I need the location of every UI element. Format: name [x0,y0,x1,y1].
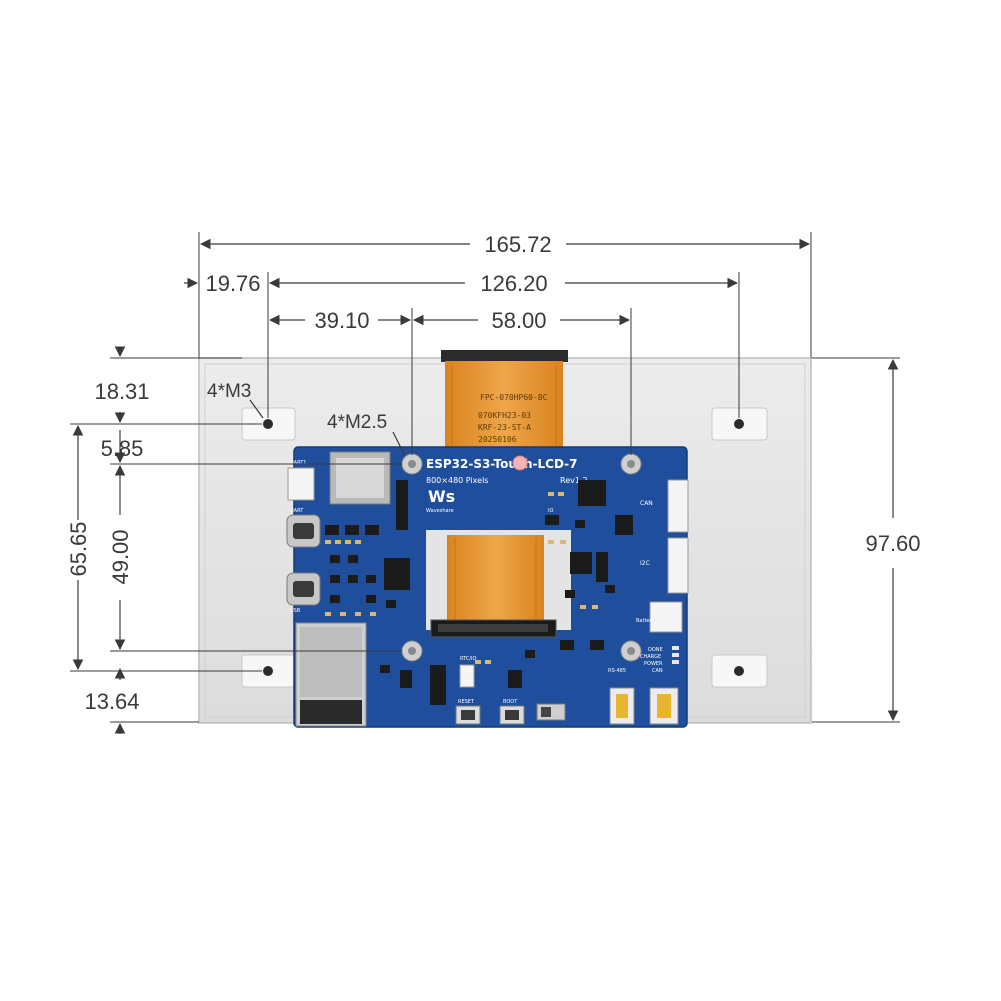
dim-top-to-board-hole: 5.85 [101,436,144,461]
dim-bottom-offset: 13.64 [84,689,139,714]
microsd-slot [329,451,391,505]
label-uart: UART [290,508,304,514]
label-io: IO [548,508,553,514]
fpc-label-line4: 20250106 [478,435,517,444]
dim-mount-hole-vertical: 65.65 [66,521,91,576]
fpc-label-line1: FPC-070HP60-8C [480,393,548,402]
components [325,480,633,705]
io-headers: CAN I2C Battery [636,479,689,633]
reset-button: RESET [455,699,481,725]
esp32-s3-module [295,622,367,727]
fpc-label-line3: KRF-23-ST-A [478,423,531,432]
status-leds: DONE CHARGE POWER [640,646,679,667]
can-jumper: CAN [649,668,679,725]
dim-top-to-hole: 18.31 [94,379,149,404]
label-rtc: RTC/IO [460,656,477,662]
dimension-lines [72,238,899,734]
waveshare-logo: Ws [428,487,455,506]
rs485-jumper: RS-485 [608,668,635,725]
power-switch [536,703,566,721]
label-usb: USB [290,608,301,614]
boot-button: BOOT [499,699,525,725]
dim-left-offset: 19.76 [205,271,260,296]
label-i2c: I2C [640,560,650,567]
fpc-label-line2: 070KFH23-03 [478,411,531,420]
board-resolution: 800×480 Pixels [426,476,488,485]
usb-c-port-uart: UART [286,508,321,548]
label-reset: RESET [458,699,475,705]
esp32-pcb: ESP32-S3-Touch-LCD-7 800×480 Pixels Rev1… [286,446,689,728]
dim-mount-hole-horizontal: 126.20 [480,271,547,296]
m25-screw-bottom-right [620,640,642,662]
brand-name: Waveshare [426,508,454,514]
m3-mount-top-right [711,407,768,441]
m25-screw-bottom-left [401,640,423,662]
label-done: DONE [648,647,663,653]
label-can-port: CAN [652,668,663,674]
extension-lines [70,232,900,723]
dim-board-hole-horizontal: 58.00 [491,308,546,333]
board-revision: Rev1.2 [560,476,588,485]
m3-mount-bottom-right [711,654,768,688]
m25-screw-top-left [401,453,423,475]
touch-sensor-dot [512,455,528,471]
dim-board-hole-offset: 39.10 [314,308,369,333]
label-uart1: UART1 [290,460,306,466]
label-boot: BOOT [503,699,518,705]
uart1-connector: UART1 [287,460,315,501]
label-rs485: RS-485 [608,668,626,674]
callout-board-screws: 4*M2.5 [327,412,387,433]
io-header-small: IO [548,508,553,514]
label-can: CAN [640,500,653,507]
usb-c-port-usb: USB [286,572,321,614]
dim-overall-height: 97.60 [865,531,920,556]
top-fpc-ribbon: FPC-070HP60-8C 070KFH23-03 KRF-23-ST-A 2… [441,350,568,453]
label-charge: CHARGE [640,654,661,660]
dim-overall-width: 165.72 [484,232,551,257]
label-battery: Battery [636,618,655,624]
passives [325,492,598,664]
dim-board-hole-vertical: 49.00 [108,529,133,584]
rtc-battery-header: RTC/IO [459,656,477,688]
board-title: ESP32-S3-Touch-LCD-7 [426,457,578,471]
label-power: POWER [644,661,663,667]
callout-panel-screws: 4*M3 [207,381,251,402]
m25-screw-top-right [620,453,642,475]
dimension-labels: 165.72 126.20 19.76 39.10 58.00 18.31 5.… [66,232,921,714]
